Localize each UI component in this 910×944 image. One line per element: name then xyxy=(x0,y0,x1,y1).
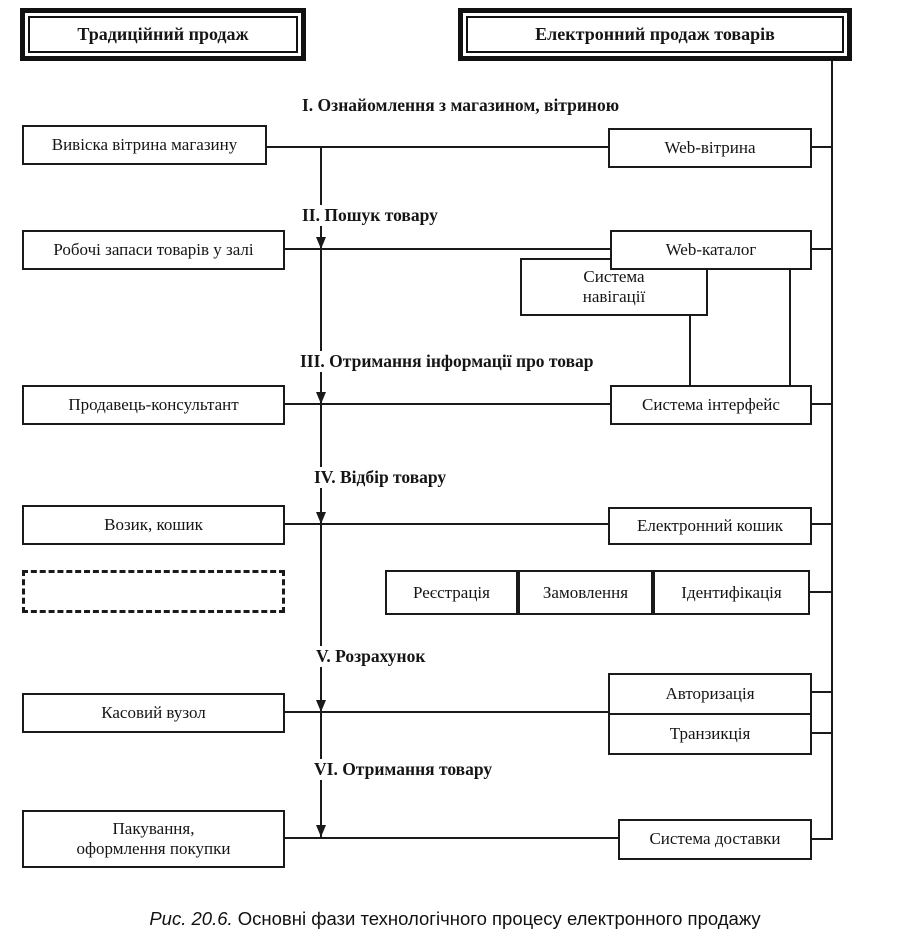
box-avtoryzatsiia-tranzyktsiia: Авторизація Транзикція xyxy=(608,673,812,755)
box-reiestratsiia: Реєстрація xyxy=(385,570,518,615)
box-systema-interfeis: Система інтерфейс xyxy=(610,385,812,425)
box-vozyk-koshyk: Возик, кошик xyxy=(22,505,285,545)
box-empty-dashed xyxy=(22,570,285,613)
phase-5-heading: V. Розрахунок xyxy=(316,646,426,667)
phase-3-heading: III. Отримання інформації про товар xyxy=(300,351,594,372)
box-prodavets-konsultant: Продавець-консультант xyxy=(22,385,285,425)
connector-phase3 xyxy=(283,403,610,405)
stub-web-vitryna xyxy=(810,146,833,148)
stub-systema-dostavky xyxy=(810,838,833,840)
link-katalog-to-interfeis xyxy=(789,268,791,387)
stub-web-katalog xyxy=(810,248,833,250)
arrow-down-phase5-icon xyxy=(316,700,326,712)
row-reg-order-ident: Реєстрація Замовлення Ідентифікація xyxy=(385,570,810,615)
header-electronic-sale: Електронний продаж товарів xyxy=(458,8,852,61)
box-web-vitryna: Web-вітрина xyxy=(608,128,812,168)
arrow-down-phase2-icon xyxy=(316,237,326,249)
connector-phase5 xyxy=(283,711,608,713)
arrow-down-phase4-icon xyxy=(316,512,326,524)
box-web-katalog: Web-каталог xyxy=(610,230,812,270)
stub-identyfikatsiia xyxy=(808,591,833,593)
figure-caption: Рис. 20.6. Основні фази технологічного п… xyxy=(0,908,910,930)
header-electronic-sale-label: Електронний продаж товарів xyxy=(466,16,844,53)
header-traditional-sale: Традиційний продаж xyxy=(20,8,306,61)
connector-phase2 xyxy=(283,248,610,250)
connector-phase1 xyxy=(265,146,608,148)
phase-2-heading: II. Пошук товару xyxy=(302,205,438,226)
trunk-line xyxy=(831,59,833,840)
connector-phase4 xyxy=(283,523,608,525)
box-systema-dostavky: Система доставки xyxy=(618,819,812,860)
box-tranzyktsiia: Транзикція xyxy=(610,713,810,753)
figure-caption-text: Основні фази технологічного процесу елек… xyxy=(237,908,761,929)
stub-tranzyktsiia xyxy=(810,732,833,734)
phase-6-heading: VI. Отримання товару xyxy=(314,759,493,780)
header-traditional-sale-label: Традиційний продаж xyxy=(28,16,298,53)
stub-elektronnyi-koshyk xyxy=(810,523,833,525)
arrow-down-phase6-icon xyxy=(316,825,326,837)
phase-4-heading: IV. Відбір товару xyxy=(314,467,447,488)
figure-caption-number: Рис. 20.6. xyxy=(149,908,233,929)
phase-1-heading: I. Ознайомлення з магазином, вітриною xyxy=(302,95,620,116)
box-avtoryzatsiia: Авторизація xyxy=(665,683,755,703)
box-robochi-zapasy: Робочі запаси товарів у залі xyxy=(22,230,285,270)
flow-spine-line xyxy=(320,147,322,837)
box-identyfikatsiia: Ідентифікація xyxy=(653,570,810,615)
arrow-down-phase3-icon xyxy=(316,392,326,404)
box-zamovlennia: Замовлення xyxy=(518,570,653,615)
stub-systema-interfeis xyxy=(810,403,833,405)
box-pakuvannia: Пакування, оформлення покупки xyxy=(22,810,285,868)
connector-phase6 xyxy=(283,837,618,839)
box-elektronnyi-koshyk: Електронний кошик xyxy=(608,507,812,545)
box-kasovyi-vuzol: Касовий вузол xyxy=(22,693,285,733)
box-vyviska-vitryna: Вивіска вітрина магазину xyxy=(22,125,267,165)
link-navigatsiia-to-interfeis xyxy=(689,314,691,387)
stub-avtoryzatsiia xyxy=(810,691,833,693)
